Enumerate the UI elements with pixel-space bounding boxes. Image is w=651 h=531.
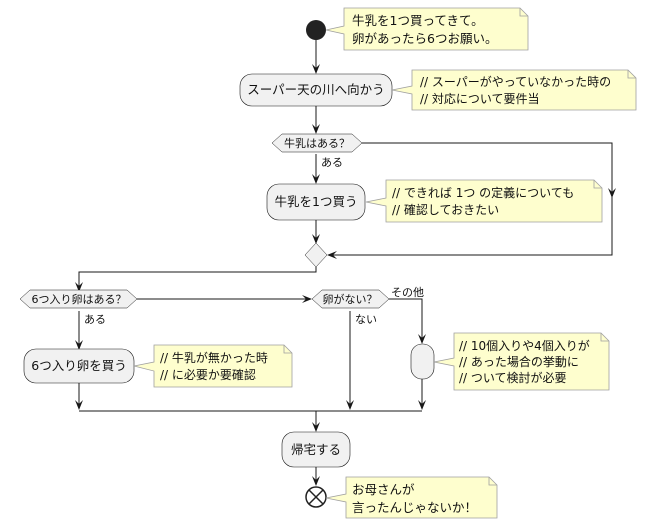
arrow-head (418, 334, 426, 344)
arrow-head (312, 174, 320, 184)
note-line: // 牛乳が無かった時 (160, 350, 268, 365)
decision-milk: 牛乳はある？ ある (271, 133, 363, 169)
action-go-to-super: スーパー天の川へ向かう (239, 73, 393, 107)
end-node (305, 486, 327, 508)
edge-milk-else (330, 142, 613, 256)
arrow-head (302, 295, 312, 303)
action-label: 牛乳を1つ買う (275, 194, 358, 209)
arrow-head (312, 234, 320, 244)
branch-label-yes: ない (355, 313, 377, 326)
arrow-head (312, 124, 320, 134)
note-end: お母さんが 言ったんじゃないか！ (325, 476, 498, 519)
arrow-head (75, 400, 83, 410)
edge-merge-to-eggs6 (78, 267, 317, 286)
arrow-head (312, 476, 320, 486)
note-line: お母さんが (352, 482, 415, 497)
note-empty-action: // 10個入りや4個入りが // あった場合の挙動に // ついて検討が必要 (433, 332, 610, 391)
arrow-head (418, 400, 426, 410)
note-go-to-super: // スーパーがやっていなかった時の // 対応について要件当 (391, 69, 637, 111)
branch-label-yes: ある (84, 313, 106, 326)
arrow-head (346, 400, 354, 410)
start-note: 牛乳を1つ買ってきて。 卵があったら6つお願い。 (325, 7, 529, 51)
arrow-head (312, 64, 320, 74)
branch-label-yes: ある (321, 156, 343, 169)
arrow-head (75, 340, 83, 350)
start-node (306, 20, 326, 40)
merge-diamond (304, 242, 328, 268)
note-line: // できれば 1つ の定義についても (392, 185, 574, 200)
arrow-head (75, 282, 83, 292)
arrow-head (327, 251, 337, 259)
note-line: // あった場合の挙動に (459, 354, 579, 369)
action-label: 帰宅する (291, 442, 341, 457)
action-go-home: 帰宅する (281, 431, 351, 468)
decision-no-eggs: 卵がない？ ない その他 (311, 286, 424, 326)
decision-label: 6つ入り卵はある？ (32, 293, 127, 306)
arrow-head (312, 422, 320, 432)
note-line: // 対応について要件当 (420, 92, 540, 106)
edges (75, 34, 616, 486)
note-buy-eggs: // 牛乳が無かった時 // に必要か要確認 (133, 344, 293, 388)
action-buy-milk: 牛乳を1つ買う (266, 183, 366, 221)
decision-label: 卵がない？ (323, 292, 378, 306)
action-label: 6つ入り卵を買う (31, 358, 126, 373)
action-empty (410, 343, 435, 380)
decision-eggs6: 6つ入り卵はある？ ある (19, 289, 138, 326)
note-buy-milk: // できれば 1つ の定義についても // 確認しておきたい (365, 179, 603, 223)
note-line: 言ったんじゃないか！ (352, 500, 477, 515)
action-buy-eggs: 6つ入り卵を買う (23, 348, 135, 384)
note-line: // スーパーがやっていなかった時の (420, 74, 611, 89)
action-label: スーパー天の川へ向かう (247, 82, 384, 97)
decision-label: 牛乳はある？ (284, 136, 350, 150)
arrow-head (608, 188, 616, 198)
note-line: // に必要か要確認 (160, 367, 256, 382)
branch-label-else: その他 (391, 286, 424, 299)
note-line: // ついて検討が必要 (459, 370, 567, 385)
edge-noeggs-else (389, 298, 423, 338)
note-line: // 確認しておきたい (392, 202, 499, 217)
start-note-line: 卵があったら6つお願い。 (352, 31, 497, 46)
note-line: // 10個入りや4個入りが (459, 338, 590, 353)
start-note-line: 牛乳を1つ買ってきて。 (352, 13, 484, 28)
